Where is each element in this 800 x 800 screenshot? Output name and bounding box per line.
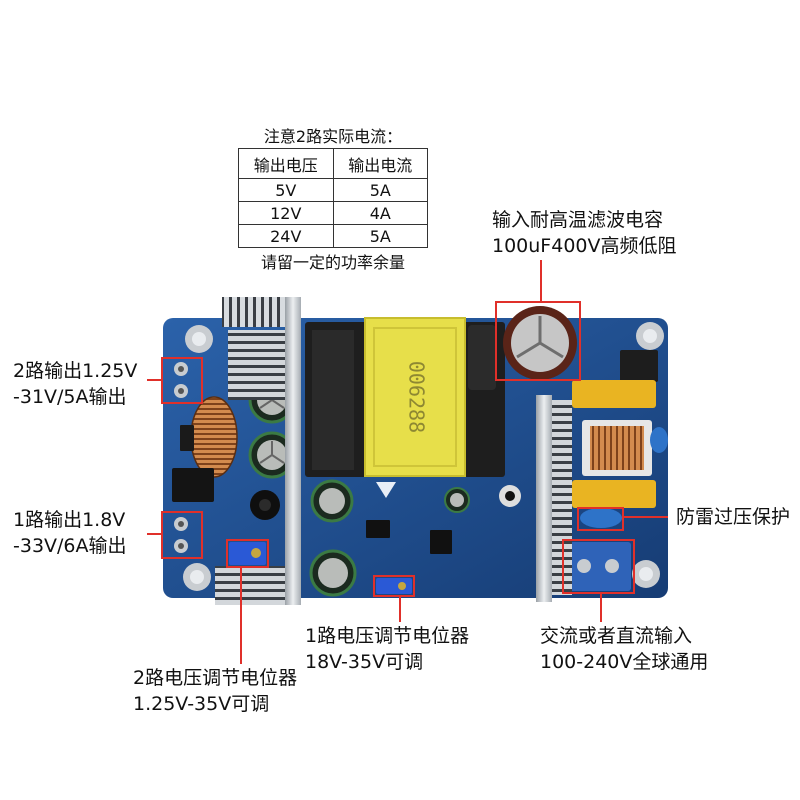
mosfet-top-right [620,350,658,382]
cell-current: 4A [332,201,428,225]
surge-protection-box [577,507,624,531]
table-row: 5V 5A [238,178,428,202]
pot1-label: 1路电压调节电位器 [305,625,470,647]
output1-annotation: 1路输出1.8V -33V/6A输出 [13,507,127,559]
header-output-current: 输出电流 [332,148,428,179]
output2-annotation: 2路输出1.25V -31V/5A输出 [13,358,137,410]
mounting-holes [183,322,664,591]
input-capacitor-spec: 100uF400V高频低阻 [492,235,677,257]
mounting-hole-top-right [636,322,664,350]
pot2-label: 2路电压调节电位器 [133,667,298,689]
current-table: 输出电压 输出电流 5V 5A 12V 4A 24V 5A [238,148,428,248]
surge-protection-label: 防雷过压保护 [676,506,791,528]
ac-dc-input-box [562,539,635,594]
surge-protection-annotation: 防雷过压保护 [676,504,790,530]
electrolytic-capacitor-center-top [310,479,354,523]
potentiometer-1 [376,578,412,594]
common-mode-choke [582,420,652,476]
ac-dc-input-spec: 100-240V全球通用 [540,651,709,673]
ic-chip-center-right [430,530,452,554]
electrolytic-capacitor-small [444,487,470,513]
mounting-hole-bottom-left [183,563,211,591]
ac-dc-input-annotation: 交流或者直流输入 100-240V全球通用 [540,623,708,675]
cell-voltage: 24V [238,224,334,248]
potentiometer-1-screw [398,582,406,590]
pot2-spec: 1.25V-35V可调 [133,693,270,715]
ic-chip-small-left [180,425,194,451]
varistor [580,508,622,528]
electrolytic-capacitor-center-bottom [309,549,357,597]
logo-mark [376,482,396,498]
current-table-note: 请留一定的功率余量 [260,253,405,272]
pot2-annotation: 2路电压调节电位器 1.25V-35V可调 [133,665,297,717]
mounting-hole-bottom-right [632,560,660,588]
right-heatsink [536,395,572,602]
input-filter-capacitor [503,306,577,380]
cell-voltage: 12V [238,201,334,225]
left-heatsink [215,297,301,605]
mounting-hole-top-left [185,325,213,353]
y-capacitor-blue [650,427,668,453]
output2-label: 2路输出1.25V [13,360,138,382]
cell-voltage: 5V [238,178,334,202]
output1-terminals [174,517,188,553]
x-capacitor-top [572,380,656,408]
pot1-spec: 18V-35V可调 [305,651,424,673]
potentiometer-2-screw [251,548,261,558]
table-row: 12V 4A [238,201,428,225]
round-diode [499,485,521,507]
transformer: 006288 [305,317,505,477]
table-row: 24V 5A [238,224,428,248]
capacitor-dark [468,325,496,390]
ic-chip-center [366,520,390,538]
ic-chip-left [172,468,214,502]
drum-inductor [250,490,280,520]
electrolytic-capacitor-left-bottom [248,431,296,479]
pot1-annotation: 1路电压调节电位器 18V-35V可调 [305,623,469,675]
table-header-row: 输出电压 输出电流 [238,148,428,179]
x-capacitor-bottom [572,480,656,508]
cell-current: 5A [332,178,428,202]
header-output-voltage: 输出电压 [238,148,334,179]
transformer-marking: 006288 [405,361,429,433]
cell-current: 5A [332,224,428,248]
ac-dc-input-label: 交流或者直流输入 [540,625,693,647]
input-capacitor-annotation: 输入耐高温滤波电容 100uF400V高频低阻 [492,207,677,259]
toroid-inductor [190,396,238,478]
input-capacitor-box [495,301,581,381]
input-capacitor-label: 输入耐高温滤波电容 [492,209,664,231]
pot2-box [226,539,269,568]
callout-markers [147,260,668,664]
output2-terminals [174,362,188,398]
output1-spec: -33V/6A输出 [13,535,127,557]
pot1-box [373,575,415,597]
output1-label: 1路输出1.8V [13,509,126,531]
input-terminal-block [566,542,631,591]
output2-spec: -31V/5A输出 [13,386,127,408]
potentiometer-2 [229,542,266,565]
current-table-section: 注意2路实际电流： 输出电压 输出电流 5V 5A 12V 4A 24V 5A … [238,126,428,276]
current-table-title: 注意2路实际电流： [263,127,403,146]
